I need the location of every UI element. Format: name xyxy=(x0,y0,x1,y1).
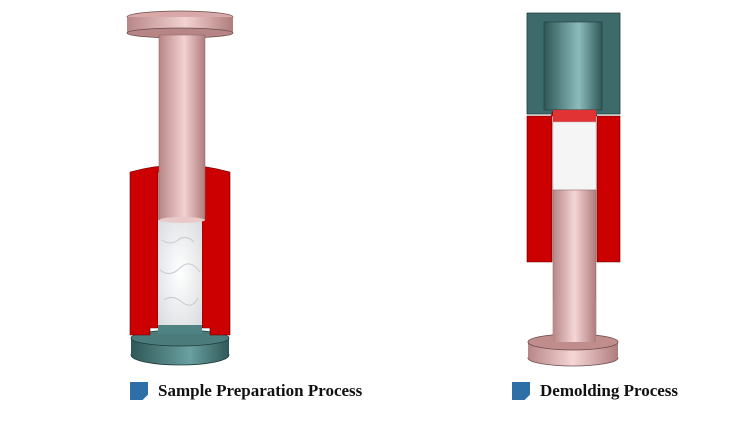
square-bullet-icon xyxy=(130,382,148,400)
sample-preparation-diagram xyxy=(110,0,260,380)
demolding-diagram xyxy=(510,0,640,380)
square-bullet-icon xyxy=(512,382,530,400)
caption-text: Sample Preparation Process xyxy=(158,381,363,400)
caption-text: Demolding Process xyxy=(540,381,679,400)
caption-sample-preparation: Sample Preparation Process xyxy=(130,381,362,401)
caption-demolding: Demolding Process xyxy=(512,381,678,401)
